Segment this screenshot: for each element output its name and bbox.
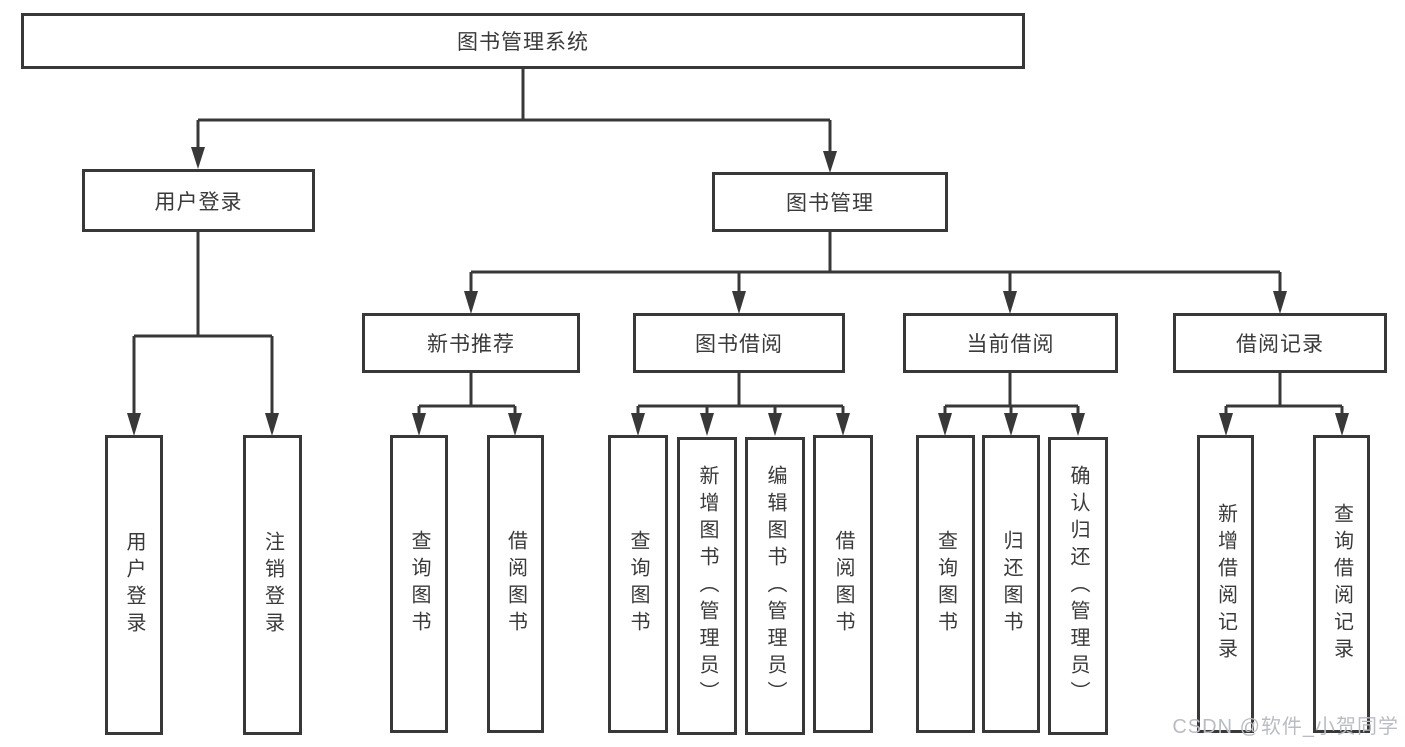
leaf-query-book-borrowing: 查询图书 <box>608 435 668 733</box>
leaf-logout: 注销登录 <box>243 435 302 735</box>
leaf-borrow-book: 借阅图书 <box>813 435 873 733</box>
node-current-borrowing: 当前借阅 <box>903 313 1118 373</box>
node-label: 图书借阅 <box>695 333 783 356</box>
node-label: 借阅记录 <box>1236 333 1324 356</box>
leaf-add-book-admin: 新增图书（管理员） <box>677 437 737 735</box>
node-label: 当前借阅 <box>966 333 1055 356</box>
leaf-query-borrow-record: 查询借阅记录 <box>1313 435 1370 733</box>
node-new-book-recommend: 新书推荐 <box>362 313 580 373</box>
node-label: 用户登录 <box>154 190 243 214</box>
leaf-borrow-book-recommend: 借阅图书 <box>487 435 544 733</box>
node-user-login: 用户登录 <box>82 169 315 232</box>
node-borrow-records: 借阅记录 <box>1173 313 1387 373</box>
leaf-label: 查询借阅记录 <box>1330 503 1353 665</box>
node-label: 新书推荐 <box>427 333 515 356</box>
leaf-label: 查询图书 <box>934 530 957 638</box>
leaf-user-login: 用户登录 <box>105 435 163 735</box>
leaf-label: 新增借阅记录 <box>1214 503 1237 665</box>
csdn-watermark: CSDN @软件_小贺同学 <box>1172 716 1399 738</box>
leaf-return-book: 归还图书 <box>982 435 1040 733</box>
leaf-add-borrow-record: 新增借阅记录 <box>1197 435 1254 733</box>
leaf-confirm-return-admin: 确认归还（管理员） <box>1048 437 1108 735</box>
leaf-label: 查询图书 <box>627 530 649 638</box>
node-label: 图书管理系统 <box>457 31 589 54</box>
leaf-label: 归还图书 <box>1000 530 1022 638</box>
leaf-query-book-current: 查询图书 <box>916 435 975 733</box>
leaf-label: 查询图书 <box>408 530 430 638</box>
leaf-edit-book-admin: 编辑图书（管理员） <box>745 437 805 735</box>
node-book-management: 图书管理 <box>712 172 948 232</box>
node-book-borrowing: 图书借阅 <box>633 313 845 373</box>
node-label: 图书管理 <box>786 192 874 215</box>
node-library-management-system: 图书管理系统 <box>21 13 1025 69</box>
leaf-label: 编辑图书（管理员） <box>764 464 786 708</box>
leaf-label: 借阅图书 <box>832 530 854 638</box>
leaf-label: 确认归还（管理员） <box>1067 464 1089 708</box>
arrowheads <box>127 147 1349 436</box>
leaf-label: 注销登录 <box>261 531 284 639</box>
leaf-query-book-recommend: 查询图书 <box>390 435 448 733</box>
leaf-label: 新增图书（管理员） <box>696 464 718 708</box>
leaf-label: 用户登录 <box>123 531 145 639</box>
leaf-label: 借阅图书 <box>504 530 527 638</box>
